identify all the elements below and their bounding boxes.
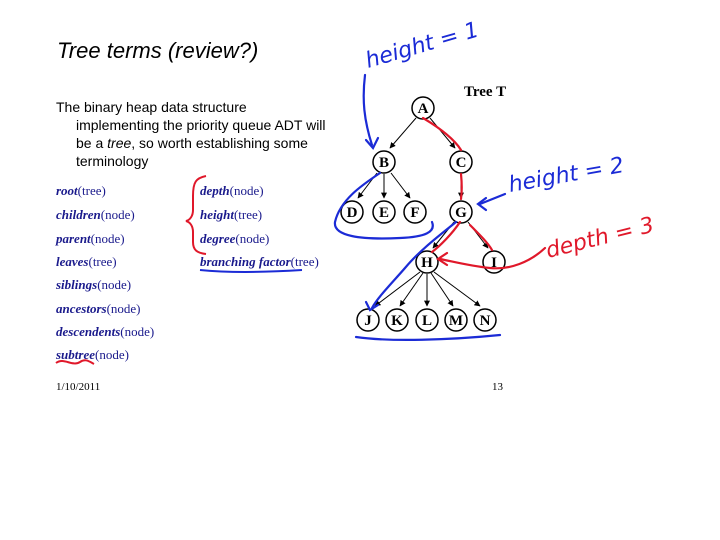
intro-paragraph: The binary heap data structure implement… [56, 98, 356, 170]
intro-line-2: implementing the priority queue ADT will [76, 117, 326, 133]
node-c-label: C [456, 155, 467, 171]
term-subtree: subtree(node) [56, 347, 129, 363]
node-n: N [473, 308, 497, 332]
term-siblings-arg: (node) [97, 277, 132, 292]
term-descendents-name: descendents [56, 324, 121, 339]
term-root-name: root [56, 183, 78, 198]
node-k: K [385, 308, 409, 332]
term-degree: degree(node) [200, 231, 269, 247]
term-branching-factor-name: branching factor [200, 254, 291, 269]
node-k-label: K [391, 313, 403, 329]
term-children-name: children [56, 207, 101, 222]
node-c: C [449, 150, 473, 174]
term-siblings-name: siblings [56, 277, 98, 292]
tree-label: Tree T [464, 84, 506, 100]
node-i-label: I [491, 255, 497, 271]
node-g-label: G [455, 205, 467, 221]
term-branching-factor-arg: (tree) [290, 254, 319, 269]
term-descendents-arg: (node) [120, 324, 155, 339]
term-degree-name: degree [200, 231, 236, 246]
node-b-label: B [379, 155, 389, 171]
term-height-name: height [200, 207, 234, 222]
term-branching-factor: branching factor(tree) [200, 254, 319, 270]
term-ancestors-arg: (node) [106, 301, 141, 316]
node-i: I [482, 250, 506, 274]
page-number: 13 [492, 381, 503, 393]
height-g-annotation: height = 2 [507, 153, 626, 198]
blue-ink-strokes [333, 73, 507, 341]
node-h: H [415, 250, 439, 274]
intro-line-3-em: tree [107, 135, 132, 151]
term-height: height(tree) [200, 207, 262, 223]
node-b: B [372, 150, 396, 174]
term-height-arg: (tree) [233, 207, 263, 222]
height-tree-annotation: height = 1 [363, 18, 482, 74]
term-depth-name: depth [200, 183, 230, 198]
term-descendents: descendents(node) [56, 324, 154, 340]
term-subtree-name: subtree [56, 347, 95, 362]
red-bracket [185, 175, 207, 255]
red-squiggle-subtree [55, 359, 95, 365]
term-depth-arg: (node) [229, 183, 264, 198]
node-l-label: L [422, 313, 432, 329]
footer-date: 1/10/2011 [56, 381, 101, 393]
term-ancestors: ancestors(node) [56, 301, 141, 317]
term-children: children(node) [56, 207, 135, 223]
term-children-arg: (node) [100, 207, 135, 222]
node-n-label: N [480, 313, 491, 329]
node-f: F [403, 200, 427, 224]
node-e-label: E [379, 205, 389, 221]
intro-line-3-post: , so worth establishing some [131, 135, 308, 151]
node-g: G [449, 200, 473, 224]
red-ink-strokes [421, 116, 547, 270]
blue-underline-branching [199, 269, 303, 273]
node-e: E [372, 200, 396, 224]
term-leaves-arg: (tree) [88, 254, 117, 269]
tree-nodes: A B C D E F G H I J K L M N [340, 96, 506, 332]
term-parent-name: parent [56, 231, 91, 246]
term-parent-arg: (node) [90, 231, 125, 246]
node-l: L [415, 308, 439, 332]
node-a-label: A [418, 101, 429, 117]
node-m-label: M [449, 313, 463, 329]
node-h-label: H [421, 255, 433, 271]
intro-line-4: terminology [76, 153, 149, 169]
node-m: M [444, 308, 468, 332]
term-subtree-arg: (node) [95, 347, 129, 362]
node-j-label: J [364, 313, 372, 329]
node-a: A [411, 96, 435, 120]
slide-title: Tree terms (review?) [57, 38, 259, 63]
depth-h-annotation: depth = 3 [543, 213, 656, 264]
term-root: root(tree) [56, 183, 106, 199]
term-ancestors-name: ancestors [56, 301, 107, 316]
intro-line-3-pre: be a [76, 135, 108, 151]
intro-line-3: be a tree, so worth establishing some [56, 134, 356, 152]
node-d: D [340, 200, 364, 224]
node-f-label: F [410, 205, 419, 221]
term-parent: parent(node) [56, 231, 125, 247]
intro-line-1: The binary heap data structure [56, 99, 247, 115]
node-d-label: D [347, 205, 358, 221]
node-j: J [356, 308, 380, 332]
term-depth: depth(node) [200, 183, 264, 199]
term-leaves-name: leaves [56, 254, 89, 269]
term-leaves: leaves(tree) [56, 254, 117, 270]
term-siblings: siblings(node) [56, 277, 131, 293]
term-root-arg: (tree) [77, 183, 106, 198]
term-degree-arg: (node) [235, 231, 270, 246]
